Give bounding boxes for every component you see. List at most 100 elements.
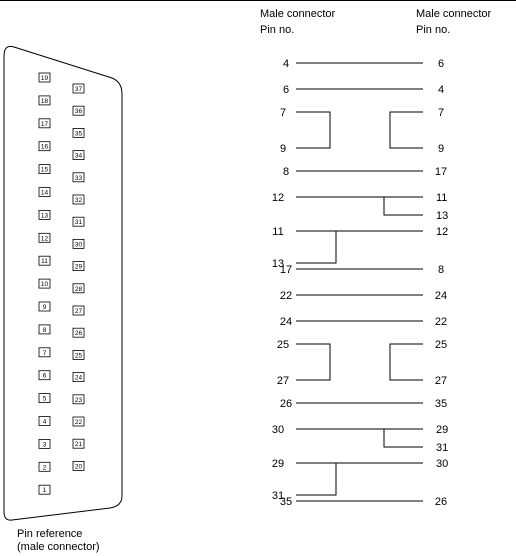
left-pin-number: 24 bbox=[280, 316, 292, 328]
pin-label: 15 bbox=[41, 167, 49, 174]
pin-box bbox=[38, 118, 51, 129]
pin-label: 11 bbox=[41, 258, 48, 265]
pin-box bbox=[72, 83, 85, 94]
pin-label: 27 bbox=[75, 308, 83, 315]
right-pin-number: 11 bbox=[436, 192, 447, 204]
pin-box bbox=[38, 72, 51, 83]
pin-box bbox=[72, 372, 85, 383]
left-pin-number: 26 bbox=[280, 398, 292, 410]
pin-box bbox=[72, 416, 85, 427]
wire-split-branch bbox=[383, 429, 423, 448]
pin-31: 31 bbox=[72, 216, 85, 227]
pin-box bbox=[72, 127, 85, 138]
pin-label: 16 bbox=[41, 144, 49, 151]
right-pin-number: 29 bbox=[436, 424, 448, 436]
pin-box bbox=[72, 105, 85, 116]
pin-box bbox=[72, 194, 85, 205]
pin-27: 27 bbox=[72, 305, 85, 316]
left-pin-number: 7 bbox=[280, 107, 286, 119]
pin-label: 29 bbox=[75, 264, 83, 271]
left-pin-number: 31 bbox=[272, 490, 284, 502]
right-pin-number: 9 bbox=[438, 143, 444, 155]
right-pin-number: 27 bbox=[435, 375, 447, 387]
pin-label: 24 bbox=[75, 375, 83, 382]
pin-32: 32 bbox=[72, 194, 85, 205]
pin-35: 35 bbox=[72, 127, 85, 138]
pin-1: 1 bbox=[38, 484, 51, 495]
pin-label: 25 bbox=[75, 352, 83, 359]
pin-label: 4 bbox=[43, 419, 47, 426]
pin-label: 23 bbox=[75, 397, 83, 404]
pin-box bbox=[38, 95, 51, 106]
pin-7: 7 bbox=[38, 347, 51, 358]
pin-13: 13 bbox=[38, 209, 51, 220]
pin-label: 1 bbox=[43, 487, 47, 494]
pin-label: 10 bbox=[41, 281, 49, 288]
pin-label: 8 bbox=[43, 327, 47, 334]
right-pin-number: 25 bbox=[435, 339, 447, 351]
pin-24: 24 bbox=[72, 372, 85, 383]
pin-label: 13 bbox=[41, 212, 49, 219]
pin-label: 12 bbox=[41, 235, 49, 242]
left-pin-number: 17 bbox=[280, 264, 292, 276]
pin-box bbox=[38, 209, 51, 220]
pin-6: 6 bbox=[38, 370, 51, 381]
left-pin-number: 11 bbox=[272, 226, 283, 238]
pin-label: 2 bbox=[43, 464, 47, 471]
right-pin-number: 22 bbox=[435, 316, 447, 328]
pin-5: 5 bbox=[38, 393, 51, 404]
pin-box bbox=[38, 347, 51, 358]
pin-36: 36 bbox=[72, 105, 85, 116]
left-pin-number: 13 bbox=[272, 258, 284, 270]
left-pin-number: 30 bbox=[272, 424, 284, 436]
right-pin-number: 24 bbox=[435, 290, 447, 302]
pin-label: 17 bbox=[41, 121, 49, 128]
caption-line2: (male connector) bbox=[17, 541, 100, 553]
pin-4: 4 bbox=[38, 416, 51, 426]
pin-8: 8 bbox=[38, 324, 51, 335]
pin-23: 23 bbox=[72, 394, 85, 405]
pin-label: 7 bbox=[43, 350, 47, 357]
right-pin-number: 31 bbox=[436, 442, 448, 454]
pin-17: 17 bbox=[38, 118, 51, 129]
wire-split-branch bbox=[296, 463, 337, 496]
pin-box bbox=[38, 416, 51, 426]
left-pin-number: 4 bbox=[283, 58, 289, 70]
pin-box bbox=[38, 232, 51, 243]
pin-label: 28 bbox=[75, 286, 83, 293]
pin-22: 22 bbox=[72, 416, 85, 427]
wire-loop-right bbox=[389, 343, 423, 381]
pin-label: 5 bbox=[43, 396, 47, 403]
pin-28: 28 bbox=[72, 283, 85, 294]
left-pin-number: 25 bbox=[277, 339, 289, 351]
pin-box bbox=[72, 261, 85, 272]
right-pin-number: 17 bbox=[435, 166, 447, 178]
wire-split-branch bbox=[296, 231, 337, 264]
pin-box bbox=[72, 460, 85, 471]
pin-box bbox=[38, 255, 51, 266]
left-pin-number: 8 bbox=[283, 166, 289, 178]
pin-2: 2 bbox=[38, 461, 51, 472]
pin-box bbox=[72, 305, 85, 316]
right-pin-number: 4 bbox=[438, 84, 444, 96]
pin-box bbox=[38, 461, 51, 472]
right-header-line1: Male connector bbox=[416, 8, 492, 20]
pin-label: 9 bbox=[43, 304, 47, 311]
pin-25: 25 bbox=[72, 349, 85, 360]
pin-label: 31 bbox=[75, 219, 83, 226]
pin-26: 26 bbox=[72, 327, 85, 338]
pin-box bbox=[38, 301, 51, 312]
pin-30: 30 bbox=[72, 238, 85, 249]
pin-box bbox=[72, 216, 85, 227]
pin-box bbox=[38, 187, 51, 197]
pin-10: 10 bbox=[38, 278, 51, 289]
pin-label: 20 bbox=[75, 463, 83, 470]
pin-box bbox=[72, 238, 85, 249]
pin-box bbox=[72, 438, 85, 449]
wire-loop-right bbox=[389, 111, 423, 149]
pin-3: 3 bbox=[38, 438, 51, 449]
right-header-line2: Pin no. bbox=[416, 24, 450, 36]
pin-box bbox=[38, 164, 51, 175]
